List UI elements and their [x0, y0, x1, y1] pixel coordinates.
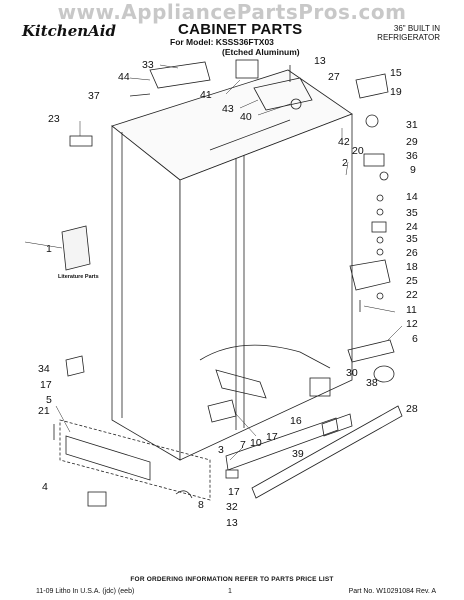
callout-41: 41 [200, 89, 212, 101]
callout-2: 2 [342, 157, 348, 169]
literature-parts-label: Literature Parts [58, 274, 99, 280]
callout-16: 16 [290, 415, 302, 427]
callout-35: 35 [406, 233, 418, 245]
callout-13: 13 [226, 517, 238, 529]
bracket-part-23 [69, 135, 93, 147]
callout-43: 43 [222, 103, 234, 115]
callout-14: 14 [406, 191, 418, 203]
callout-25: 25 [406, 275, 418, 287]
callout-9: 9 [410, 164, 416, 176]
callout-3: 3 [218, 444, 224, 456]
page-title: CABINET PARTS [178, 21, 303, 38]
model-line: For Model: KSSS36FTX03 [170, 37, 274, 47]
callout-29: 29 [406, 136, 418, 148]
left-lower-parts [53, 355, 211, 507]
litho-line: 11-09 Litho In U.S.A. (jdc) (eeb) [36, 588, 135, 595]
product-type: 36" BUILT IN REFRIGERATOR [350, 24, 440, 42]
brand-logo: KitchenAid [22, 22, 116, 40]
callout-31: 31 [406, 119, 418, 131]
callout-18: 18 [406, 261, 418, 273]
callout-24: 24 [406, 221, 418, 233]
product-type-line1: 36" BUILT IN [393, 24, 440, 33]
leader-lines [24, 64, 403, 461]
callout-4: 4 [42, 481, 48, 493]
watermark: www.AppliancePartsPros.com [57, 0, 407, 24]
callout-17: 17 [40, 379, 52, 391]
callout-38: 38 [366, 377, 378, 389]
callout-19: 19 [390, 86, 402, 98]
callout-27: 27 [328, 71, 340, 83]
callout-7: 7 [240, 439, 246, 451]
callout-36: 36 [406, 150, 418, 162]
callout-5: 5 [46, 394, 52, 406]
callout-40: 40 [240, 111, 252, 123]
callout-28: 28 [406, 403, 418, 415]
callout-17: 17 [266, 431, 278, 443]
callout-21: 21 [38, 405, 50, 417]
literature-booklet [61, 225, 91, 271]
callout-15: 15 [390, 67, 402, 79]
callout-39: 39 [292, 448, 304, 460]
ordering-note: FOR ORDERING INFORMATION REFER TO PARTS … [130, 576, 334, 583]
callout-6: 6 [412, 333, 418, 345]
callout-23: 23 [48, 113, 60, 125]
callout-1: 1 [46, 243, 52, 255]
callout-35: 35 [406, 207, 418, 219]
cabinet-body [111, 69, 353, 461]
variant-line: (Etched Aluminum) [222, 47, 300, 57]
callout-34: 34 [38, 363, 50, 375]
callout-22: 22 [406, 289, 418, 301]
callout-42: 42 [338, 136, 350, 148]
product-type-line2: REFRIGERATOR [377, 33, 440, 42]
callout-8: 8 [198, 499, 204, 511]
bottom-grille-parts [207, 369, 403, 499]
tube-assembly [347, 339, 395, 383]
page-number: 1 [228, 588, 232, 595]
callout-44: 44 [118, 71, 130, 83]
callout-17: 17 [228, 486, 240, 498]
callout-32: 32 [226, 501, 238, 513]
callout-20: 20 [352, 145, 364, 157]
callout-12: 12 [406, 318, 418, 330]
callout-33: 33 [142, 59, 154, 71]
part-number: Part No. W10291084 Rev. A [348, 588, 436, 595]
right-hinge-parts [349, 114, 391, 312]
callout-30: 30 [346, 367, 358, 379]
top-hinge-assembly [129, 59, 389, 111]
callout-37: 37 [88, 90, 100, 102]
callout-13: 13 [314, 55, 326, 67]
callout-11: 11 [406, 304, 417, 316]
callout-26: 26 [406, 247, 418, 259]
callout-10: 10 [250, 437, 262, 449]
